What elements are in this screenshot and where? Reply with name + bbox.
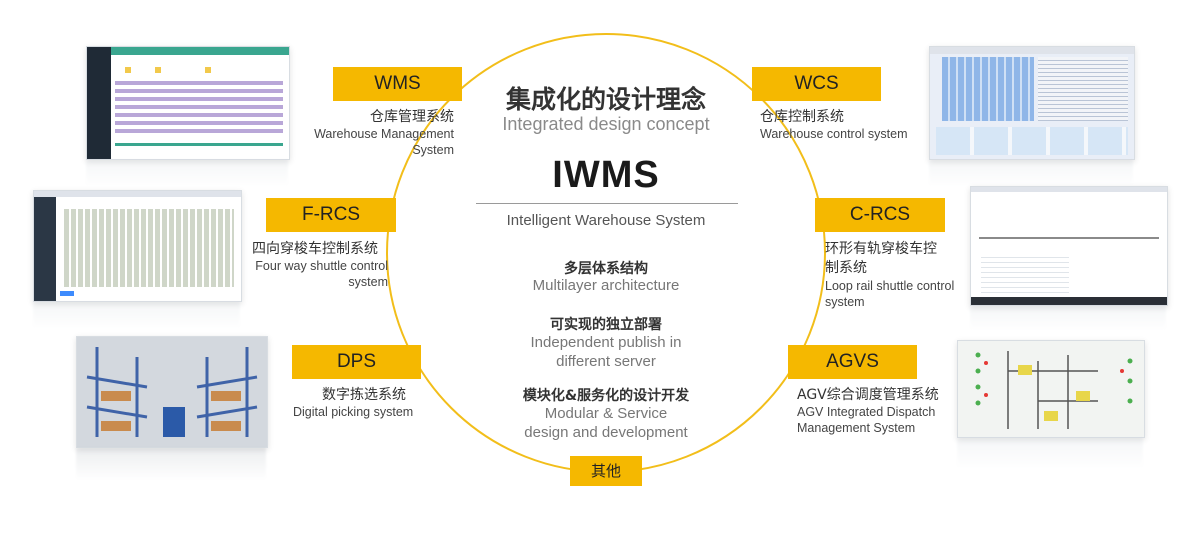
crcs-en-line1: Loop rail shuttle control [825,278,975,294]
crcs-track [979,237,1159,239]
frcs-zh: 四向穿梭车控制系统 [252,238,402,258]
crcs-screenshot [970,186,1168,306]
center-title-zh: 集成化的设计理念 [456,80,756,116]
wms-reflection [86,160,288,186]
feature-3-en-line2: design and development [456,423,756,442]
dps-shelves-graphic [77,337,267,447]
crcs-table [981,253,1069,293]
frcs-header [34,191,241,197]
wcs-en: Warehouse control system [760,126,940,142]
feature-3-zh: 模块化&服务化的设计开发 [456,385,756,405]
agvs-map-graphic [958,341,1144,437]
wms-screenshot [86,46,290,160]
wcs-grid [942,57,1034,121]
frcs-grid [64,209,234,287]
feature-2-en-line1: Independent publish in [456,333,756,352]
dps-reflection [76,448,266,480]
wcs-header [930,47,1134,54]
frcs-sidebar [34,197,56,301]
dps-photo [76,336,268,448]
frcs-tag[interactable]: F-RCS [266,198,396,232]
product-name: IWMS [456,154,756,197]
crcs-tag[interactable]: C-RCS [815,198,945,232]
agvs-tag[interactable]: AGVS [788,345,917,379]
wms-sidebar [87,47,111,159]
center-title-en: Integrated design concept [456,114,756,135]
agvs-en-line1: AGV Integrated Dispatch [797,404,967,420]
crcs-reflection [970,306,1166,330]
other-tag[interactable]: 其他 [570,456,642,486]
crcs-taskbar [971,297,1167,305]
feature-2-zh: 可实现的独立部署 [456,314,756,334]
feature-1-zh: 多层体系结构 [456,258,756,278]
crcs-en-line2: system [825,294,975,310]
agvs-en-line2: Management System [797,420,967,436]
wcs-log [1038,57,1128,121]
wcs-tag[interactable]: WCS [752,67,881,101]
feature-2-en-line2: different server [456,352,756,371]
crcs-zh-line2: 制系统 [825,257,975,277]
wms-header-bar [111,47,289,55]
wms-tag[interactable]: WMS [333,67,462,101]
feature-3-en-line1: Modular & Service [456,404,756,423]
wcs-zh: 仓库控制系统 [760,106,940,126]
divider [476,203,738,204]
dps-en: Digital picking system [293,404,453,420]
wcs-screenshot [929,46,1135,160]
wcs-panels [936,127,1128,155]
wms-grid-graphic [115,59,285,155]
feature-1-en: Multilayer architecture [456,276,756,295]
frcs-reflection [33,302,240,328]
agvs-reflection [957,438,1143,468]
wcs-reflection [929,160,1133,186]
frcs-button [60,291,74,296]
dps-tag[interactable]: DPS [292,345,421,379]
crcs-zh-line1: 环形有轨穿梭车控 [825,238,975,258]
agvs-screenshot [957,340,1145,438]
agvs-zh: AGV综合调度管理系统 [797,384,967,404]
product-full-name: Intelligent Warehouse System [456,212,756,229]
frcs-screenshot [33,190,242,302]
crcs-header [971,187,1167,192]
dps-zh: 数字拣选系统 [322,384,442,404]
